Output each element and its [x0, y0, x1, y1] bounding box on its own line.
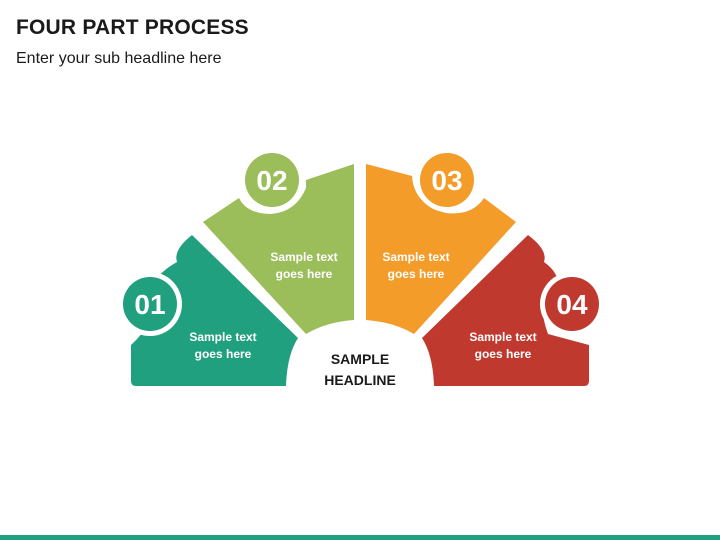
step-02-text-line2: goes here: [276, 267, 333, 281]
step-02: 02 Sample text goes here: [203, 148, 354, 334]
badge-02: [245, 153, 299, 207]
step-02-text-line1: Sample text: [270, 250, 337, 264]
step-03-text-line2: goes here: [388, 267, 445, 281]
step-01-text-line1: Sample text: [189, 330, 256, 344]
slide-subtitle: Enter your sub headline here: [16, 50, 222, 67]
badge-03: [420, 153, 474, 207]
badge-04: [545, 277, 599, 331]
step-04: 04 Sample text goes here: [422, 235, 604, 386]
badge-number-03: 03: [431, 165, 462, 196]
segment-04: [422, 235, 589, 386]
step-03-text-line1: Sample text: [382, 250, 449, 264]
step-01-text-line2: goes here: [195, 347, 252, 361]
slide-title: FOUR PART PROCESS: [16, 16, 249, 39]
step-03: 03 Sample text goes here: [366, 148, 516, 334]
step-04-text-line2: goes here: [475, 347, 532, 361]
badge-01: [123, 277, 177, 331]
badge-number-04: 04: [556, 289, 588, 320]
center-headline-line1: SAMPLE: [331, 351, 389, 367]
center-headline-line2: HEADLINE: [324, 372, 396, 388]
segment-02: [203, 164, 354, 334]
step-01: 01 Sample text goes here: [118, 235, 298, 386]
bottom-accent-bar: [0, 535, 720, 540]
segment-03: [366, 164, 516, 334]
segment-01: [131, 235, 298, 386]
badge-number-01: 01: [134, 289, 165, 320]
step-04-text-line1: Sample text: [469, 330, 536, 344]
badge-number-02: 02: [256, 165, 287, 196]
